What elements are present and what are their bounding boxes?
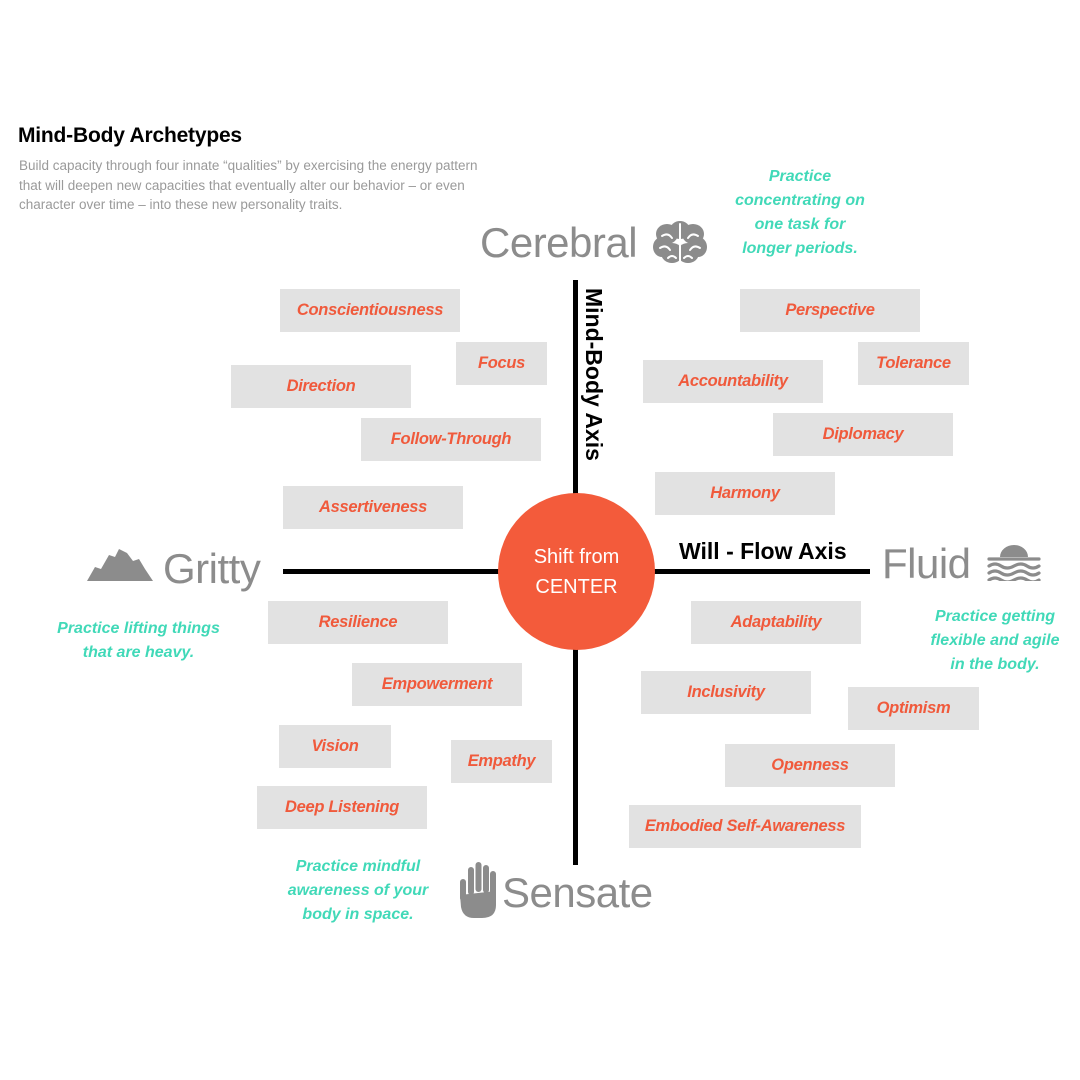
center-line-1: Shift from: [533, 545, 620, 568]
trait-deep-listening: Deep Listening: [257, 786, 427, 829]
mind-body-axis-line-bottom: [573, 648, 578, 865]
trait-accountability: Accountability: [643, 360, 823, 403]
archetype-fluid-label: Fluid: [882, 540, 971, 587]
page-title: Mind-Body Archetypes: [18, 124, 242, 147]
practice-fluid-line-3: in the body.: [950, 656, 1040, 673]
trait-resilience: Resilience: [268, 601, 448, 644]
trait-inclusivity: Inclusivity: [641, 671, 811, 714]
practice-fluid-line-2: flexible and agile: [930, 632, 1060, 649]
practice-cerebral-line-1: Practice: [768, 168, 832, 185]
trait-harmony: Harmony: [655, 472, 835, 515]
archetype-sensate-label: Sensate: [502, 869, 653, 916]
trait-perspective: Perspective: [740, 289, 920, 332]
practice-cerebral-line-2: concentrating on: [735, 192, 865, 209]
trait-openness: Openness: [725, 744, 895, 787]
practice-gritty: Practice lifting things that are heavy.: [40, 617, 237, 665]
will-flow-axis-label: Will - Flow Axis: [679, 538, 847, 564]
practice-gritty-line-1: Practice lifting things: [57, 620, 220, 637]
trait-empathy: Empathy: [451, 740, 552, 783]
waves-icon: [986, 545, 1042, 586]
practice-sensate-line-1: Practice mindful: [295, 858, 421, 875]
will-flow-axis-line-left: [283, 569, 500, 574]
trait-embodied-self-awareness: Embodied Self-Awareness: [629, 805, 861, 848]
practice-fluid: Practice getting flexible and agile in t…: [910, 605, 1080, 677]
practice-cerebral: Practice concentrating on one task for l…: [715, 165, 885, 261]
mountain-icon: [87, 547, 153, 588]
trait-assertiveness: Assertiveness: [283, 486, 463, 529]
hand-icon: [459, 861, 499, 924]
trait-conscientiousness: Conscientiousness: [280, 289, 460, 332]
center-line-2: CENTER: [535, 575, 618, 598]
mind-body-axis-label: Mind-Body Axis: [581, 288, 607, 461]
will-flow-axis-line-right: [653, 569, 870, 574]
mind-body-axis-line-top: [573, 280, 578, 495]
trait-follow-through: Follow-Through: [361, 418, 541, 461]
practice-gritty-line-2: that are heavy.: [82, 644, 195, 661]
practice-cerebral-line-4: longer periods.: [742, 240, 858, 257]
trait-optimism: Optimism: [848, 687, 979, 730]
practice-sensate-line-2: awareness of your: [287, 882, 429, 899]
trait-direction: Direction: [231, 365, 411, 408]
archetype-cerebral-label: Cerebral: [480, 219, 638, 266]
center-circle: Shift from CENTER: [498, 493, 655, 650]
practice-cerebral-line-3: one task for: [754, 216, 846, 233]
archetype-gritty-label: Gritty: [163, 545, 261, 592]
page-subtitle: Build capacity through four innate “qual…: [19, 158, 478, 212]
brain-icon: [652, 220, 708, 271]
practice-fluid-line-1: Practice getting: [934, 608, 1056, 625]
practice-sensate-line-3: body in space.: [302, 906, 414, 923]
practice-sensate: Practice mindful awareness of your body …: [268, 855, 448, 927]
trait-empowerment: Empowerment: [352, 663, 522, 706]
trait-diplomacy: Diplomacy: [773, 413, 953, 456]
trait-vision: Vision: [279, 725, 391, 768]
trait-tolerance: Tolerance: [858, 342, 969, 385]
trait-focus: Focus: [456, 342, 547, 385]
trait-adaptability: Adaptability: [691, 601, 861, 644]
